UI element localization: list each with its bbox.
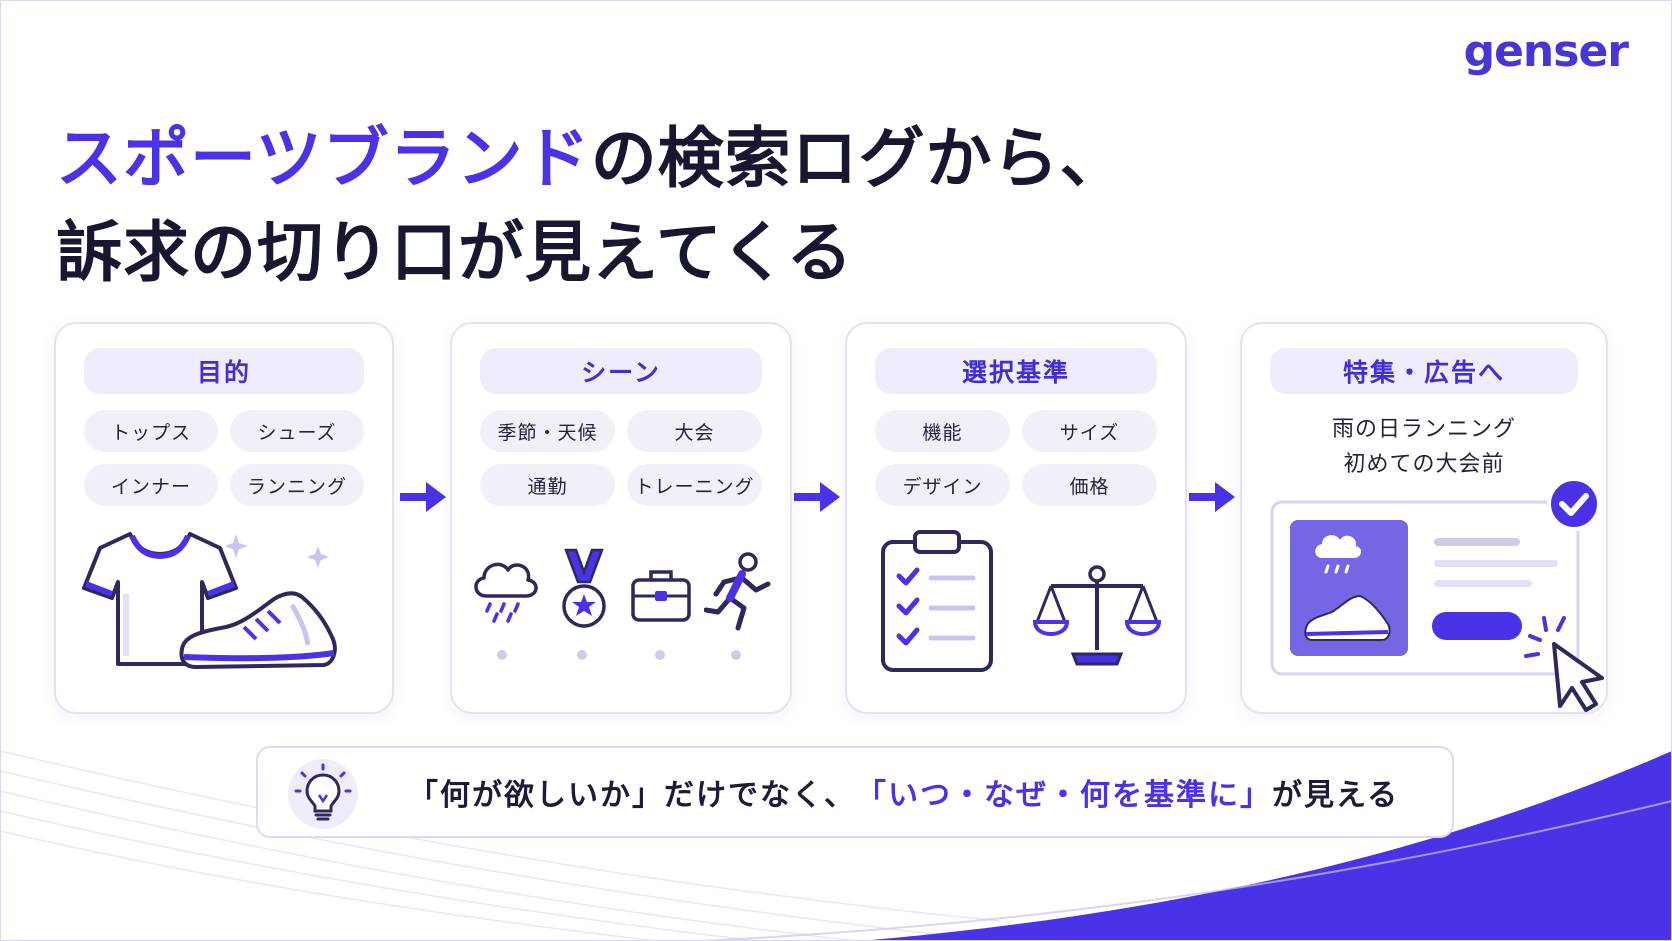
card-title: シーン xyxy=(480,348,762,394)
banner-text-accent: 「いつ・なぜ・何を基準に」 xyxy=(856,778,1272,813)
chip: シューズ xyxy=(230,410,364,452)
feature-line: 初めての大会前 xyxy=(1343,452,1505,477)
chip: トップス xyxy=(84,410,218,452)
card-purpose: 目的 トップス シューズ インナー ランニング xyxy=(54,322,394,714)
scale-icon xyxy=(1033,565,1161,666)
chip: ランニング xyxy=(230,464,364,506)
ad-card-icon xyxy=(1270,500,1580,676)
genser-logo: genser xyxy=(1463,26,1629,77)
medal-icon xyxy=(562,548,606,628)
card-title: 選択基準 xyxy=(875,348,1157,394)
card-title: 目的 xyxy=(84,348,364,394)
insight-banner: 「何が欲しいか」だけでなく、「いつ・なぜ・何を基準に」が見える xyxy=(256,746,1454,838)
chip: 季節・天候 xyxy=(480,410,615,452)
card-criteria: 選択基準 機能 サイズ デザイン 価格 xyxy=(845,322,1187,714)
chip-group: トップス シューズ インナー ランニング xyxy=(84,410,364,506)
banner-text-part-3: が見える xyxy=(1272,778,1400,813)
card-scene: シーン 季節・天候 大会 通勤 トレーニング xyxy=(450,322,792,714)
background-wave xyxy=(0,750,1672,941)
indicator-dots xyxy=(497,650,741,660)
arrow-right-icon xyxy=(1189,482,1235,512)
card-feature-ads: 特集・広告へ 雨の日ランニング 初めての大会前 xyxy=(1240,322,1608,714)
rain-cloud-icon xyxy=(474,562,538,623)
headline-line-2: 訴求の切り口が見えてくる xyxy=(56,214,854,291)
chip: 機能 xyxy=(875,410,1010,452)
chip: トレーニング xyxy=(627,464,762,506)
tshirt-icon xyxy=(82,532,238,666)
headline: スポーツブランドの検索ログから、 訴求の切り口が見えてくる xyxy=(56,112,1127,300)
runner-icon xyxy=(704,552,771,631)
chip: 通勤 xyxy=(480,464,615,506)
arrow-right-icon xyxy=(794,482,840,512)
bulb-badge xyxy=(288,759,358,829)
running-shoe-icon xyxy=(179,591,337,669)
card-title: 特集・広告へ xyxy=(1270,348,1578,394)
chip-group: 機能 サイズ デザイン 価格 xyxy=(875,410,1157,506)
cursor-click-icon xyxy=(1524,616,1604,712)
chip: インナー xyxy=(84,464,218,506)
arrow-right-icon xyxy=(400,482,446,512)
check-badge-icon xyxy=(1547,477,1601,531)
banner-text-part-1: 「何が欲しいか」だけでなく、 xyxy=(408,778,856,813)
headline-accent: スポーツブランド xyxy=(56,120,591,197)
headline-line-1: スポーツブランドの検索ログから、 xyxy=(56,112,1127,206)
chip: 価格 xyxy=(1022,464,1157,506)
chip-group: 季節・天候 大会 通勤 トレーニング xyxy=(480,410,762,506)
briefcase-icon xyxy=(631,570,691,622)
feature-line: 雨の日ランニング xyxy=(1331,417,1516,442)
chip: デザイン xyxy=(875,464,1010,506)
feature-lines: 雨の日ランニング 初めての大会前 xyxy=(1242,412,1606,482)
chip: サイズ xyxy=(1022,410,1157,452)
lightbulb-icon xyxy=(294,763,352,821)
clipboard-checklist-icon xyxy=(881,530,993,672)
banner-text: 「何が欲しいか」だけでなく、「いつ・なぜ・何を基準に」が見える xyxy=(408,748,1399,836)
headline-rest: の検索ログから、 xyxy=(590,120,1127,197)
chip: 大会 xyxy=(627,410,762,452)
sparkle-icon xyxy=(226,534,329,568)
